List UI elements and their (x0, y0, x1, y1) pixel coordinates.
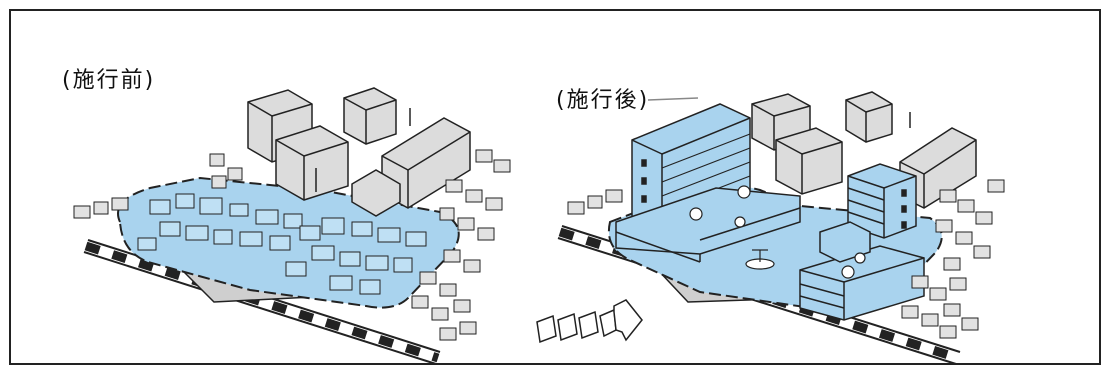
after-label: (施行後) (556, 88, 650, 113)
blue-podium (615, 187, 801, 263)
small-houses-before (137, 193, 427, 295)
blue-block-right (799, 221, 925, 321)
gray-buildings-before (247, 87, 471, 217)
after-panel: 駅 (557, 91, 1005, 365)
trees-after (689, 185, 866, 279)
gray-houses-after (567, 179, 1005, 339)
gray-buildings-after (751, 91, 977, 209)
transition-arrow (536, 299, 643, 344)
gray-houses-before (73, 149, 511, 341)
blue-tower-right (847, 163, 917, 239)
before-panel: 駅 (73, 87, 511, 365)
before-label: (施行前) (62, 68, 156, 93)
